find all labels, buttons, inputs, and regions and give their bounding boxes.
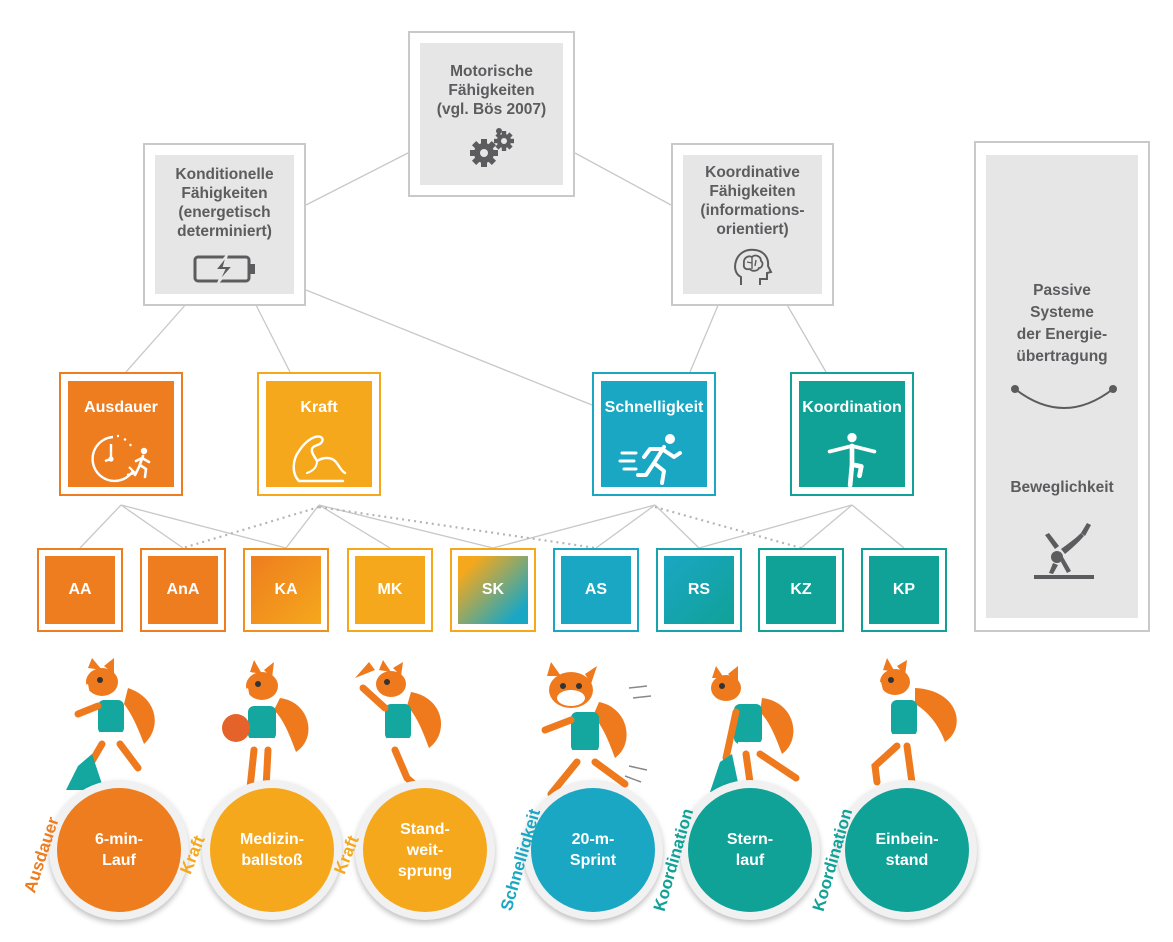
task-disc-6-min-lauf: 6-min- Lauf	[49, 780, 189, 920]
sub-ability-label: KZ	[766, 556, 836, 624]
fox-mascot-icon	[66, 658, 155, 790]
sub-ability-kp: KP	[861, 548, 947, 632]
task-disc-sternlauf: Stern- lauf	[680, 780, 820, 920]
task-disc-medizinballstoss: Medizin- ballstoß	[202, 780, 342, 920]
sub-ability-label: AS	[561, 556, 631, 624]
gears-icon	[469, 127, 514, 167]
ability-label-koordination: Koordination	[802, 399, 902, 416]
coordinative-abilities-label: Koordinative Fähigkeiten (informations- …	[700, 163, 805, 238]
sprinter-icon	[618, 434, 682, 485]
fox-mascot-icon	[541, 662, 652, 798]
motor-abilities-title: Motorische Fähigkeiten	[448, 62, 535, 99]
sub-ability-kz: KZ	[758, 548, 844, 632]
conditional-abilities-box: Konditionelle Fähigkeiten (energetisch d…	[143, 143, 306, 306]
sub-ability-as: AS	[553, 548, 639, 632]
ability-label-kraft: Kraft	[300, 399, 338, 416]
sub-ability-ana: AnA	[140, 548, 226, 632]
sub-ability-rs: RS	[656, 548, 742, 632]
task-label: Medizin- ballstoß	[210, 788, 334, 912]
sub-ability-aa: AA	[37, 548, 123, 632]
fox-mascot-icon	[869, 658, 957, 794]
task-label: Einbein- stand	[845, 788, 969, 912]
battery-icon	[193, 253, 255, 284]
sub-ability-label: KA	[251, 556, 321, 624]
ability-label-ausdauer: Ausdauer	[84, 399, 158, 416]
sub-ability-label: MK	[355, 556, 425, 624]
coordinative-abilities-box: Koordinative Fähigkeiten (informations- …	[671, 143, 834, 306]
handstand-icon	[1034, 523, 1094, 579]
ability-box-koordination: Koordination	[790, 372, 914, 496]
sub-ability-label: RS	[664, 556, 734, 624]
sub-ability-label: SK	[458, 556, 528, 624]
ability-box-ausdauer: Ausdauer	[59, 372, 183, 496]
sub-ability-mk: MK	[347, 548, 433, 632]
mobility-label: Beweglichkeit	[1010, 479, 1114, 496]
flexed-arm-icon	[292, 435, 347, 483]
passive-systems-label: Passive Systeme der Energie- übertragung	[1016, 282, 1108, 365]
motor-abilities-box: Motorische Fähigkeiten (vgl. Bös 2007)	[408, 31, 575, 197]
ability-label-schnelligkeit: Schnelligkeit	[604, 399, 704, 416]
ability-box-schnelligkeit: Schnelligkeit	[592, 372, 716, 496]
task-label: 20-m- Sprint	[531, 788, 655, 912]
sub-ability-label: AnA	[148, 556, 218, 624]
task-disc-einbeinstand: Einbein- stand	[837, 780, 977, 920]
task-disc-standweitsprung: Stand- weit- sprung	[355, 780, 495, 920]
fox-mascot-icon	[222, 660, 309, 792]
task-label: 6-min- Lauf	[57, 788, 181, 912]
sub-ability-sk: SK	[450, 548, 536, 632]
task-disc-20-m-sprint: 20-m- Sprint	[523, 780, 663, 920]
clock-runner-icon	[91, 434, 151, 483]
task-label: Stand- weit- sprung	[363, 788, 487, 912]
ability-box-kraft: Kraft	[257, 372, 381, 496]
balance-figure-icon	[827, 432, 877, 487]
curve-icon	[1011, 385, 1117, 409]
brain-head-icon	[733, 248, 772, 285]
passive-systems-box: Passive Systeme der Energie- übertragung…	[974, 141, 1150, 632]
conditional-abilities-label: Konditionelle Fähigkeiten (energetisch d…	[175, 165, 274, 240]
sub-ability-label: KP	[869, 556, 939, 624]
sub-ability-ka: KA	[243, 548, 329, 632]
task-label: Stern- lauf	[688, 788, 812, 912]
sub-ability-label: AA	[45, 556, 115, 624]
motor-abilities-source: (vgl. Bös 2007)	[436, 100, 547, 118]
